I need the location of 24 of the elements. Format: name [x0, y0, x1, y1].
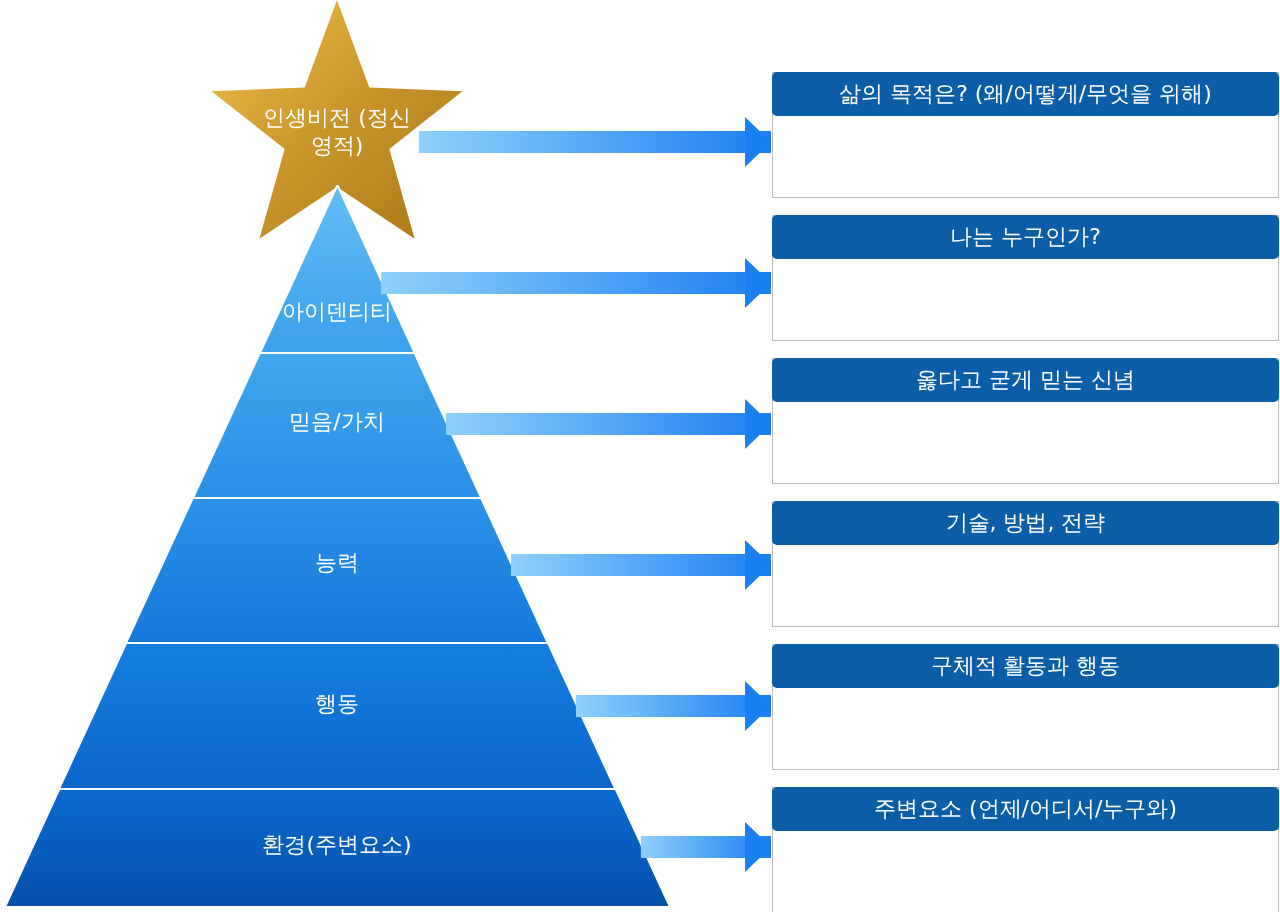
- card: [772, 358, 1279, 484]
- card-header: 나는 누구인가?: [772, 215, 1279, 259]
- arrow: [418, 117, 771, 167]
- card-header: 기술, 방법, 전략: [772, 501, 1279, 545]
- card-header: 구체적 활동과 행동: [772, 644, 1279, 688]
- layer-label: 아이덴티티: [281, 298, 393, 326]
- card: [772, 72, 1279, 198]
- star-label: 인생비전 (정신 영적): [262, 104, 412, 160]
- layer-label: 환경(주변요소): [261, 831, 413, 859]
- layer-label: 능력: [314, 549, 360, 577]
- arrow: [640, 822, 771, 872]
- arrow: [511, 540, 771, 590]
- card: [772, 644, 1279, 770]
- card: [772, 215, 1279, 341]
- card: [772, 787, 1279, 912]
- arrow: [446, 399, 771, 449]
- card-header: 옳다고 굳게 믿는 신념: [772, 358, 1279, 402]
- card: [772, 501, 1279, 627]
- card-header: 주변요소 (언제/어디서/누구와): [772, 787, 1279, 831]
- card-header: 삶의 목적은? (왜/어떻게/무엇을 위해): [772, 72, 1279, 116]
- arrow: [381, 258, 771, 308]
- layer-label: 행동: [314, 690, 360, 718]
- layer-label: 믿음/가치: [288, 408, 386, 436]
- arrow: [575, 681, 771, 731]
